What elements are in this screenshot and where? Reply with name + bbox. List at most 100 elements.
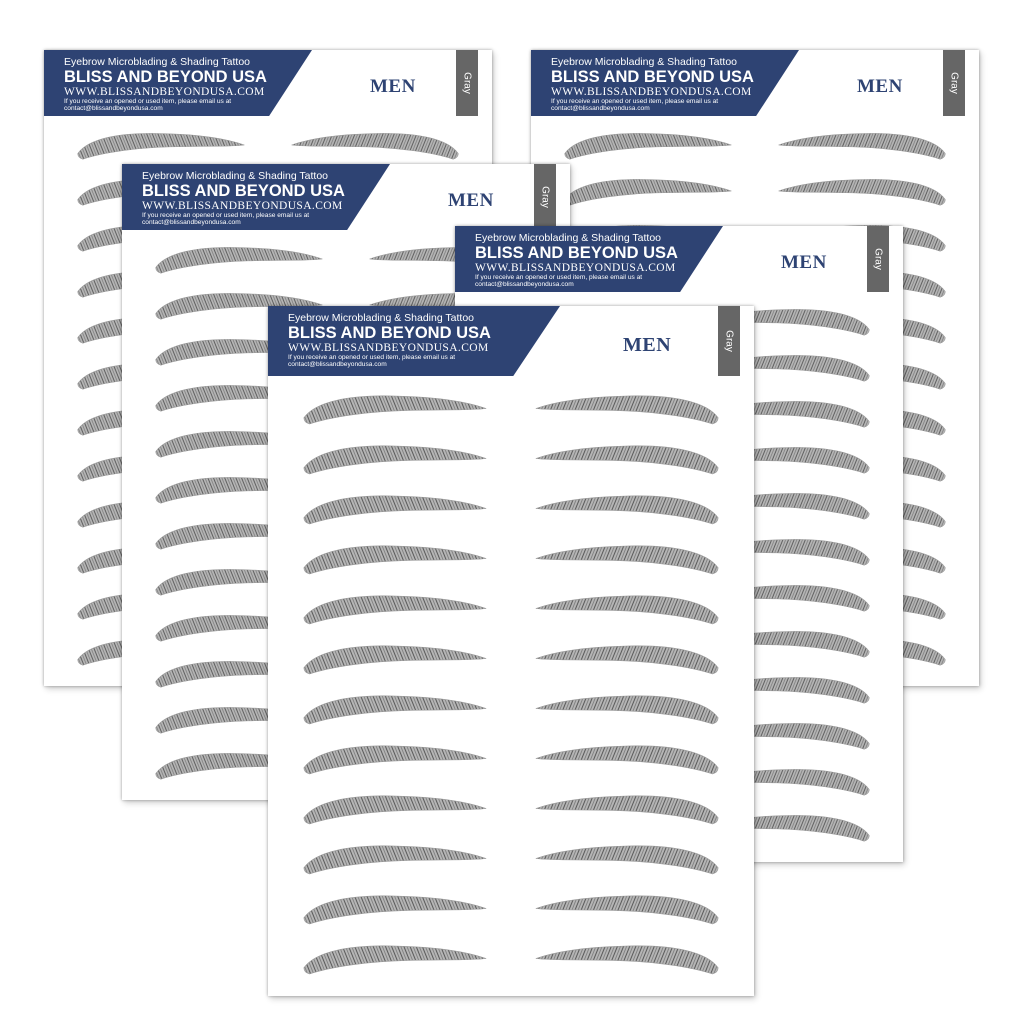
banner-product-line: Eyebrow Microblading & Shading Tattoo: [64, 56, 251, 68]
category-label: MEN: [370, 76, 416, 97]
banner-brand-name: BLISS AND BEYOND USA: [64, 68, 267, 86]
eyebrow-shape: [303, 595, 487, 625]
eyebrow-shape: [778, 179, 946, 206]
eyebrow-shape: [535, 395, 719, 425]
color-tab: Gray: [943, 50, 965, 116]
eyebrow-shape: [535, 845, 719, 875]
banner-website: WWW.BLISSANDBEYONDUSA.COM: [142, 200, 343, 212]
eyebrow-shape: [303, 695, 487, 725]
banner-note-line1: If you receive an opened or used item, p…: [64, 98, 232, 105]
eyebrow-sticker-left: [303, 645, 487, 675]
sticker-sheet-front: Eyebrow Microblading & Shading Tattoo BL…: [268, 306, 754, 996]
banner-note-line2: contact@blissandbeyondusa.com: [475, 281, 574, 289]
color-tab-label: Gray: [539, 186, 551, 208]
banner-note-line2: contact@blissandbeyondusa.com: [64, 105, 163, 113]
eyebrow-sticker-left: [303, 895, 487, 925]
eyebrow-sticker-left: [155, 247, 323, 274]
eyebrow-sticker-right: [535, 945, 719, 975]
eyebrow-shape: [303, 495, 487, 525]
eyebrow-shape: [535, 545, 719, 575]
eyebrow-sticker-left: [303, 595, 487, 625]
eyebrow-sticker-left: [77, 133, 245, 160]
eyebrow-sticker-left: [303, 695, 487, 725]
brand-banner: Eyebrow Microblading & Shading Tattoo BL…: [44, 50, 312, 116]
eyebrow-sticker-right: [535, 845, 719, 875]
color-tab: Gray: [534, 164, 556, 230]
eyebrow-shape: [535, 745, 719, 775]
banner-website: WWW.BLISSANDBEYONDUSA.COM: [551, 86, 752, 98]
eyebrow-shape: [535, 495, 719, 525]
eyebrow-sticker-left: [303, 745, 487, 775]
color-tab-label: Gray: [723, 330, 735, 352]
eyebrow-sticker-right: [535, 645, 719, 675]
brand-banner: Eyebrow Microblading & Shading Tattoo BL…: [531, 50, 799, 116]
eyebrow-sticker-right: [535, 545, 719, 575]
eyebrow-sticker-right: [778, 179, 946, 206]
eyebrow-shape: [535, 645, 719, 675]
category-label: MEN: [623, 334, 672, 356]
eyebrow-shape: [303, 845, 487, 875]
banner-note-line1: If you receive an opened or used item, p…: [475, 274, 643, 281]
eyebrow-shape: [303, 945, 487, 975]
eyebrow-sticker-left: [303, 495, 487, 525]
eyebrow-sticker-left: [303, 445, 487, 475]
banner-note-line1: If you receive an opened or used item, p…: [551, 98, 719, 105]
eyebrow-shape: [535, 795, 719, 825]
eyebrow-shape: [303, 395, 487, 425]
banner-note-line1: If you receive an opened or used item, p…: [288, 354, 456, 361]
color-tab-label: Gray: [948, 72, 960, 94]
eyebrow-sticker-right: [778, 133, 946, 160]
eyebrow-sticker-left: [564, 179, 732, 206]
color-tab-label: Gray: [872, 248, 884, 270]
banner-note-line2: contact@blissandbeyondusa.com: [142, 219, 241, 227]
eyebrow-sticker-right: [535, 495, 719, 525]
eyebrow-sticker-right: [535, 595, 719, 625]
brand-banner: Eyebrow Microblading & Shading Tattoo BL…: [268, 306, 560, 376]
eyebrow-sticker-left: [303, 845, 487, 875]
brand-banner: Eyebrow Microblading & Shading Tattoo BL…: [122, 164, 390, 230]
color-tab-label: Gray: [461, 72, 473, 94]
banner-product-line: Eyebrow Microblading & Shading Tattoo: [288, 312, 475, 324]
banner-product-line: Eyebrow Microblading & Shading Tattoo: [475, 232, 662, 244]
eyebrow-shape: [535, 595, 719, 625]
eyebrow-sticker-right: [535, 395, 719, 425]
eyebrow-sticker-right: [535, 695, 719, 725]
eyebrow-shape: [303, 745, 487, 775]
eyebrow-shape: [535, 445, 719, 475]
color-tab: Gray: [867, 226, 889, 292]
category-label: MEN: [448, 190, 494, 211]
eyebrow-sticker-right: [291, 133, 459, 160]
banner-website: WWW.BLISSANDBEYONDUSA.COM: [288, 342, 489, 354]
banner-website: WWW.BLISSANDBEYONDUSA.COM: [64, 86, 265, 98]
eyebrow-shape: [564, 179, 732, 206]
eyebrow-shape: [564, 133, 732, 160]
eyebrow-shape: [535, 895, 719, 925]
banner-brand-name: BLISS AND BEYOND USA: [551, 68, 754, 86]
eyebrow-sticker-right: [535, 895, 719, 925]
eyebrow-sticker-left: [564, 133, 732, 160]
banner-note-line2: contact@blissandbeyondusa.com: [551, 105, 650, 113]
eyebrow-shape: [303, 795, 487, 825]
eyebrow-shape: [155, 247, 323, 274]
eyebrow-shape: [303, 445, 487, 475]
banner-brand-name: BLISS AND BEYOND USA: [475, 244, 678, 262]
brow-grid: [302, 390, 720, 977]
eyebrow-shape: [303, 645, 487, 675]
eyebrow-sticker-left: [303, 945, 487, 975]
eyebrow-sticker-right: [535, 795, 719, 825]
eyebrow-shape: [535, 695, 719, 725]
banner-brand-name: BLISS AND BEYOND USA: [288, 324, 491, 342]
eyebrow-sticker-right: [535, 745, 719, 775]
eyebrow-shape: [303, 545, 487, 575]
eyebrow-sticker-left: [303, 795, 487, 825]
banner-product-line: Eyebrow Microblading & Shading Tattoo: [551, 56, 738, 68]
eyebrow-shape: [303, 895, 487, 925]
color-tab: Gray: [456, 50, 478, 116]
eyebrow-sticker-left: [303, 395, 487, 425]
category-label: MEN: [857, 76, 903, 97]
eyebrow-shape: [77, 133, 245, 160]
color-tab: Gray: [718, 306, 740, 376]
category-label: MEN: [781, 252, 827, 273]
eyebrow-sticker-left: [303, 545, 487, 575]
eyebrow-shape: [291, 133, 459, 160]
